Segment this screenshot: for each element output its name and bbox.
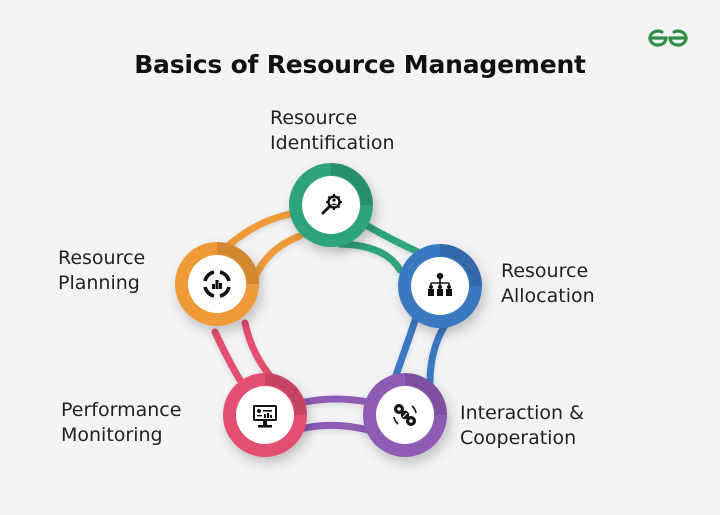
hierarchy-icon — [428, 272, 452, 296]
node-ring-shade — [440, 244, 482, 286]
connector-identification-allocation-inner — [336, 240, 404, 274]
label-line: Planning — [58, 272, 140, 294]
label-line: Resource — [270, 107, 358, 129]
node-identification — [289, 163, 373, 247]
label-line: Interaction & — [460, 402, 584, 424]
chart-cycle-icon — [203, 270, 231, 298]
node-allocation — [398, 244, 482, 328]
connector-monitoring-planning-inner — [241, 319, 276, 382]
label-line: Performance — [61, 399, 182, 421]
label-performance-monitoring: Performance Monitoring — [61, 398, 181, 448]
monitor-chart-icon — [253, 405, 277, 428]
label-line: Identification — [270, 132, 395, 154]
connectors — [211, 210, 449, 434]
gfg-logo-icon — [648, 29, 688, 47]
label-resource-planning: Resource Planning — [58, 246, 145, 296]
gears-cycle-icon — [393, 404, 417, 426]
label-line: Resource — [58, 247, 146, 269]
page-title: Basics of Resource Management — [134, 50, 586, 79]
connector-monitoring-planning — [211, 328, 244, 384]
node-ring-shade — [217, 242, 259, 284]
connector-interaction-monitoring — [301, 395, 372, 406]
node-planning — [175, 242, 259, 326]
node-monitoring — [223, 373, 307, 457]
label-line: Monitoring — [61, 424, 163, 446]
label-resource-allocation: Resource Allocation — [501, 259, 595, 309]
connector-allocation-interaction — [391, 308, 422, 382]
label-line: Cooperation — [460, 427, 577, 449]
connector-planning-identification — [224, 210, 294, 250]
label-interaction-cooperation: Interaction & Cooperation — [460, 401, 584, 451]
label-line: Allocation — [501, 285, 595, 307]
connector-interaction-monitoring-inner — [301, 421, 372, 434]
node-ring-shade — [405, 373, 447, 415]
label-resource-identification: Resource Identification — [270, 106, 395, 156]
connector-allocation-interaction-inner — [426, 321, 449, 386]
node-ring-shade — [265, 373, 307, 415]
node-ring-shade — [331, 163, 373, 205]
search-gear-icon — [321, 194, 342, 215]
label-line: Resource — [501, 260, 589, 282]
node-interaction — [363, 373, 447, 457]
connector-identification-allocation — [362, 221, 422, 256]
